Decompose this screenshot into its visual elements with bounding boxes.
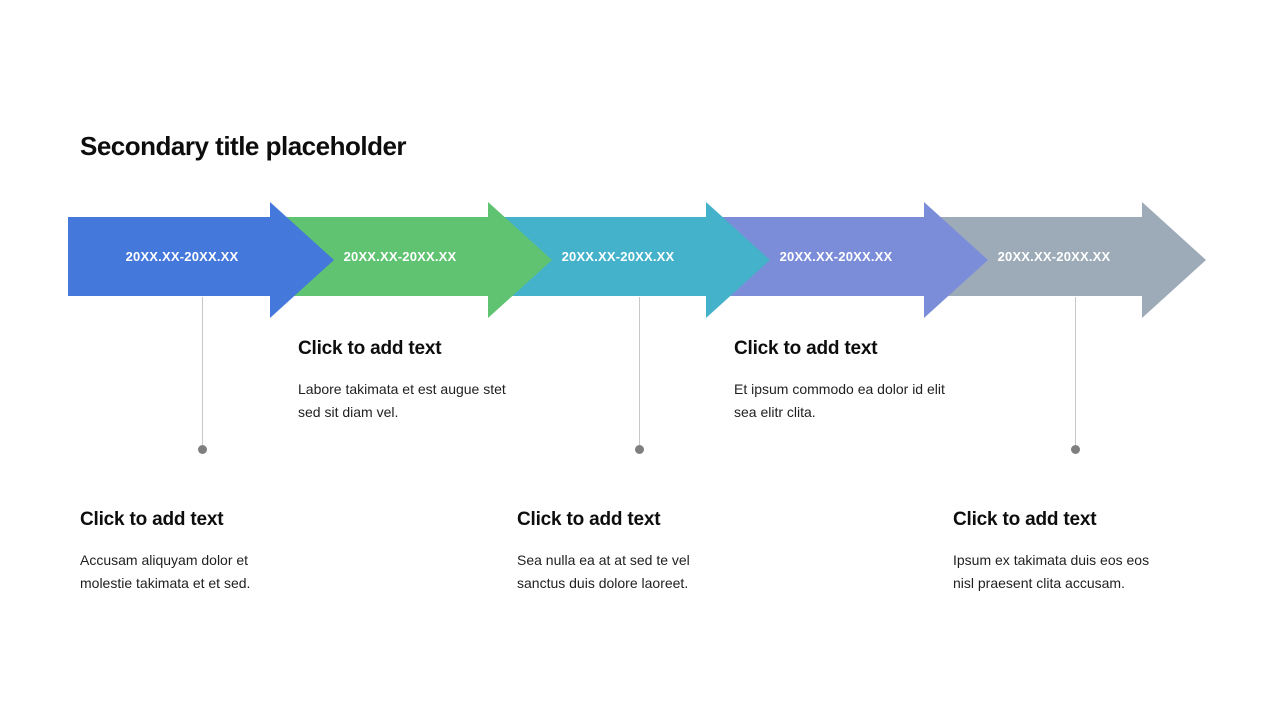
- callout-body-line: sed sit diam vel.: [298, 404, 399, 420]
- arrow-shape-icon: [504, 202, 770, 318]
- arrow-shape-icon: [68, 202, 334, 318]
- timeline-arrow-1[interactable]: 20XX.XX-20XX.XX: [68, 202, 334, 318]
- connector-line-1: [202, 297, 203, 445]
- callout-top-1[interactable]: Click to add text Labore takimata et est…: [298, 338, 558, 424]
- connector-line-2: [639, 297, 640, 445]
- callout-body-line: Labore takimata et est augue stet: [298, 381, 506, 397]
- callout-bottom-3[interactable]: Click to add text Ipsum ex takimata duis…: [953, 509, 1213, 595]
- callout-heading[interactable]: Click to add text: [517, 509, 661, 530]
- connector-dot-2: [635, 445, 644, 454]
- callout-body-line: sea elitr clita.: [734, 404, 816, 420]
- callout-heading[interactable]: Click to add text: [734, 338, 878, 359]
- callout-body-line: molestie takimata et et sed.: [80, 575, 251, 591]
- callout-top-2[interactable]: Click to add text Et ipsum commodo ea do…: [734, 338, 994, 424]
- callout-body-line: Et ipsum commodo ea dolor id elit: [734, 381, 945, 397]
- callout-body-line: sanctus duis dolore laoreet.: [517, 575, 689, 591]
- callout-bottom-1[interactable]: Click to add text Accusam aliquyam dolor…: [80, 509, 340, 595]
- arrow-shape-icon: [286, 202, 552, 318]
- callout-body-line: Sea nulla ea at at sed te vel: [517, 552, 690, 568]
- slide-title[interactable]: Secondary title placeholder: [80, 131, 407, 161]
- connector-line-3: [1075, 297, 1076, 445]
- callout-body-line: Ipsum ex takimata duis eos eos: [953, 552, 1150, 568]
- arrow-shape-icon: [940, 202, 1206, 318]
- connector-dot-1: [198, 445, 207, 454]
- connector-dot-3: [1071, 445, 1080, 454]
- arrow-shape-icon: [722, 202, 988, 318]
- callout-bottom-2[interactable]: Click to add text Sea nulla ea at at sed…: [517, 509, 777, 595]
- callout-body-line: nisl praesent clita accusam.: [953, 575, 1125, 591]
- callout-body-line: Accusam aliquyam dolor et: [80, 552, 249, 568]
- callout-heading[interactable]: Click to add text: [80, 509, 224, 530]
- callout-heading[interactable]: Click to add text: [298, 338, 442, 359]
- callout-heading[interactable]: Click to add text: [953, 509, 1097, 530]
